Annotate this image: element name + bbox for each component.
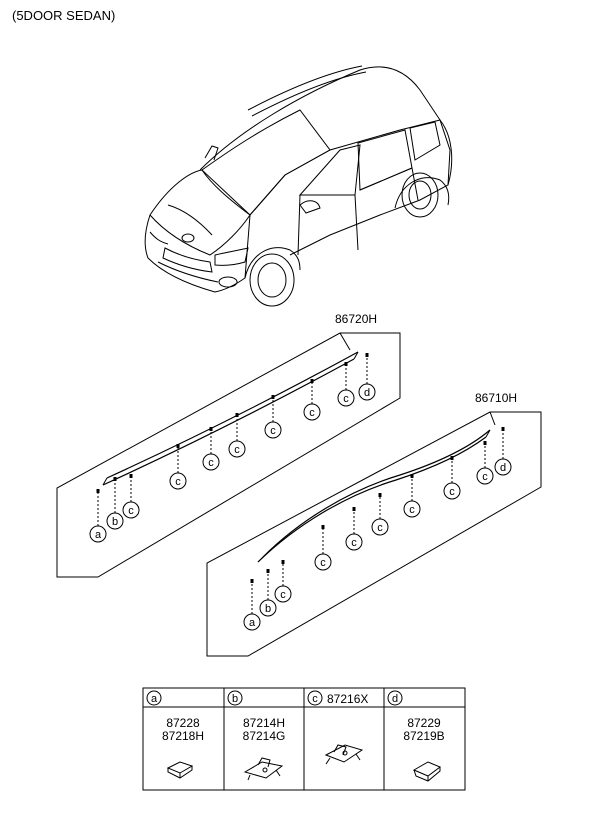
callout-letter: c xyxy=(270,425,276,437)
legend-letter: b xyxy=(232,693,238,705)
callout-letter: c xyxy=(208,457,214,469)
callout-d: d xyxy=(494,427,512,476)
legend-part-number: 87229 xyxy=(407,716,441,730)
legend-letter: a xyxy=(151,693,158,705)
roof-rack-molding xyxy=(106,351,359,479)
callout-c: c xyxy=(345,507,363,551)
callout-letter: c xyxy=(128,505,134,517)
callout-letter: a xyxy=(95,529,102,541)
callout-c: c xyxy=(314,525,332,571)
legend-letter: c xyxy=(312,693,318,705)
callout-b: b xyxy=(259,569,277,617)
callout-c: c xyxy=(303,379,321,421)
mounting-clip-icon xyxy=(324,744,364,765)
callout-a: a xyxy=(89,489,107,543)
assembly-frame xyxy=(56,332,401,578)
callout-d: d xyxy=(358,353,376,401)
callout-letter: c xyxy=(351,537,357,549)
roof-rack-molding xyxy=(262,429,491,558)
variant-title: (5DOOR SEDAN) xyxy=(12,8,116,23)
assembly-upper xyxy=(56,332,401,578)
assembly-frame xyxy=(206,411,542,657)
callout-letter: c xyxy=(320,557,326,569)
callout-c: c xyxy=(274,560,292,603)
legend-part-number: 87219B xyxy=(403,729,444,743)
car-illustration xyxy=(144,65,453,307)
bracket-clip-icon xyxy=(243,757,284,781)
legend-part-number: 87214H xyxy=(243,716,285,730)
legend-cell-c: c 87216X xyxy=(307,690,368,706)
callout-c: c xyxy=(337,362,355,407)
legend-part-number: 87214G xyxy=(243,729,286,743)
callout-letter: c xyxy=(175,476,181,488)
callout-a: a xyxy=(243,579,261,631)
legend-letter: d xyxy=(392,693,398,705)
callout-c: c xyxy=(443,456,461,500)
callout-c: c xyxy=(169,444,187,490)
callout-letter: c xyxy=(234,444,240,456)
callout-c: c xyxy=(403,474,421,518)
callout-letter: d xyxy=(364,387,370,399)
callout-c: c xyxy=(371,493,389,536)
flat-clip-icon xyxy=(166,761,194,779)
callout-letter: c xyxy=(449,486,455,498)
callout-letter: d xyxy=(500,462,506,474)
assembly-part-number: 86710H xyxy=(475,391,517,405)
assembly-lower xyxy=(206,411,542,657)
assembly-part-number: 86720H xyxy=(335,312,377,326)
callout-letter: c xyxy=(309,407,315,419)
callout-c: c xyxy=(476,441,494,485)
legend-table xyxy=(142,687,466,791)
callout-c: c xyxy=(202,427,220,471)
callout-b: b xyxy=(106,477,124,530)
callout-letter: a xyxy=(249,617,256,629)
callout-letter: c xyxy=(377,522,383,534)
callout-letter: b xyxy=(265,603,271,615)
callout-letter: b xyxy=(112,516,118,528)
callout-c: c xyxy=(264,395,282,439)
callout-letter: c xyxy=(280,589,286,601)
end-clip-icon xyxy=(412,761,441,782)
legend-part-number: 87218H xyxy=(162,729,204,743)
callout-letter: c xyxy=(409,504,415,516)
legend-part-number: 87216X xyxy=(327,692,368,706)
legend-part-number: 87228 xyxy=(166,716,200,730)
callout-c: c xyxy=(228,413,246,458)
callout-letter: c xyxy=(482,471,488,483)
callout-c: c xyxy=(122,474,140,519)
callout-letter: c xyxy=(343,393,349,405)
